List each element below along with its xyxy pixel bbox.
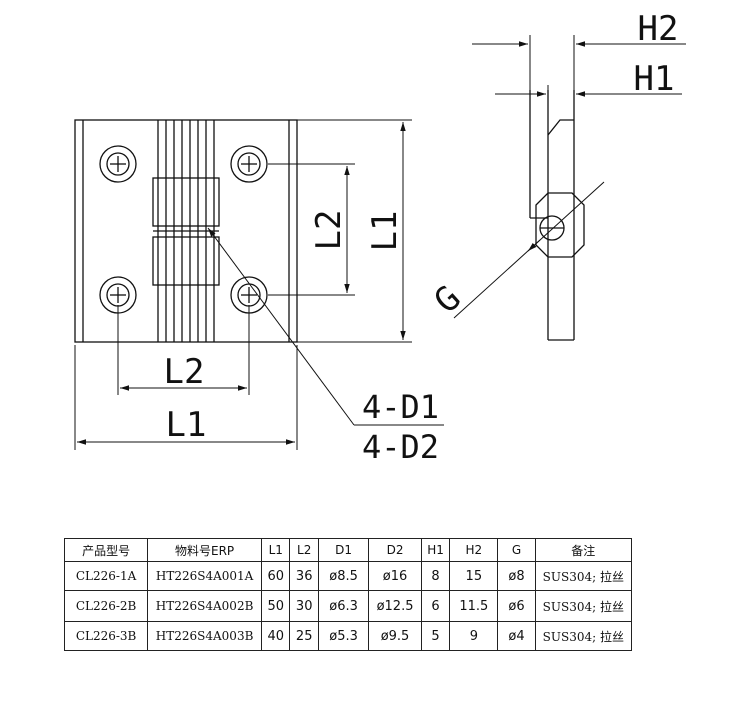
- table-row: CL226-3B HT226S4A003B 40 25 ø5.3 ø9.5 5 …: [63, 621, 633, 651]
- cell-g: ø6: [497, 590, 536, 622]
- header-l1: L1: [261, 538, 291, 562]
- spec-table-header-row: 产品型号 物料号ERP L1 L2 D1 D2 H1 H2 G 备注: [63, 538, 633, 562]
- header-g: G: [497, 538, 536, 562]
- cell-model: CL226-3B: [63, 621, 149, 651]
- cell-note: SUS304; 拉丝: [534, 561, 633, 591]
- hinge-front-view: [74, 119, 298, 343]
- callout-d2-label: 4-D2: [362, 428, 439, 466]
- cell-g: ø8: [497, 561, 536, 591]
- table-row: CL226-2B HT226S4A002B 50 30 ø6.3 ø12.5 6…: [63, 590, 633, 622]
- header-erp: 物料号ERP: [147, 538, 263, 562]
- header-model: 产品型号: [63, 538, 149, 562]
- side-h2-label: H2: [638, 9, 679, 49]
- cell-l1: 40: [261, 621, 291, 651]
- cell-l1: 50: [261, 590, 291, 622]
- header-l2: L2: [289, 538, 319, 562]
- cell-d2: ø9.5: [368, 621, 422, 651]
- cell-h2: 11.5: [449, 590, 499, 622]
- front-l2-right-label: L2: [309, 210, 349, 251]
- cell-erp: HT226S4A002B: [147, 590, 263, 622]
- header-h2: H2: [449, 538, 499, 562]
- header-d1: D1: [317, 538, 370, 562]
- front-dimensions: [74, 119, 444, 450]
- cell-l2: 25: [289, 621, 319, 651]
- cell-h1: 5: [420, 621, 451, 651]
- side-h1-label: H1: [634, 59, 675, 99]
- hinge-technical-drawing: L1 L2 L1 L2 4-D1 4-D2 H2 H1 G: [74, 9, 686, 466]
- side-dimensions: [453, 35, 686, 319]
- front-l1-right-label: L1: [365, 211, 405, 252]
- header-note: 备注: [534, 538, 633, 562]
- cell-h2: 9: [449, 621, 499, 651]
- cell-note: SUS304; 拉丝: [534, 590, 633, 622]
- cell-d2: ø12.5: [368, 590, 422, 622]
- hinge-side-view: [529, 90, 585, 341]
- cell-d1: ø6.3: [317, 590, 370, 622]
- cell-l2: 30: [289, 590, 319, 622]
- callout-d1-label: 4-D1: [362, 388, 439, 426]
- cell-d1: ø8.5: [317, 561, 370, 591]
- cell-note: SUS304; 拉丝: [534, 621, 633, 651]
- cell-h2: 15: [449, 561, 499, 591]
- header-d2: D2: [368, 538, 422, 562]
- cell-erp: HT226S4A003B: [147, 621, 263, 651]
- cell-model: CL226-1A: [63, 561, 149, 591]
- spec-table: 产品型号 物料号ERP L1 L2 D1 D2 H1 H2 G 备注 CL226…: [63, 538, 633, 651]
- front-l2-bottom-label: L2: [164, 352, 205, 392]
- cell-d2: ø16: [368, 561, 422, 591]
- cell-model: CL226-2B: [63, 590, 149, 622]
- front-l1-bottom-label: L1: [166, 405, 207, 445]
- cell-l2: 36: [289, 561, 319, 591]
- cell-g: ø4: [497, 621, 536, 651]
- cell-erp: HT226S4A001A: [147, 561, 263, 591]
- screw-hole-top-left: [99, 145, 137, 183]
- side-g-label: G: [427, 278, 469, 321]
- screw-hole-top-right: [230, 145, 268, 183]
- table-row: CL226-1A HT226S4A001A 60 36 ø8.5 ø16 8 1…: [63, 561, 633, 591]
- cell-d1: ø5.3: [317, 621, 370, 651]
- header-h1: H1: [420, 538, 451, 562]
- cell-l1: 60: [261, 561, 291, 591]
- cell-h1: 8: [420, 561, 451, 591]
- cell-h1: 6: [420, 590, 451, 622]
